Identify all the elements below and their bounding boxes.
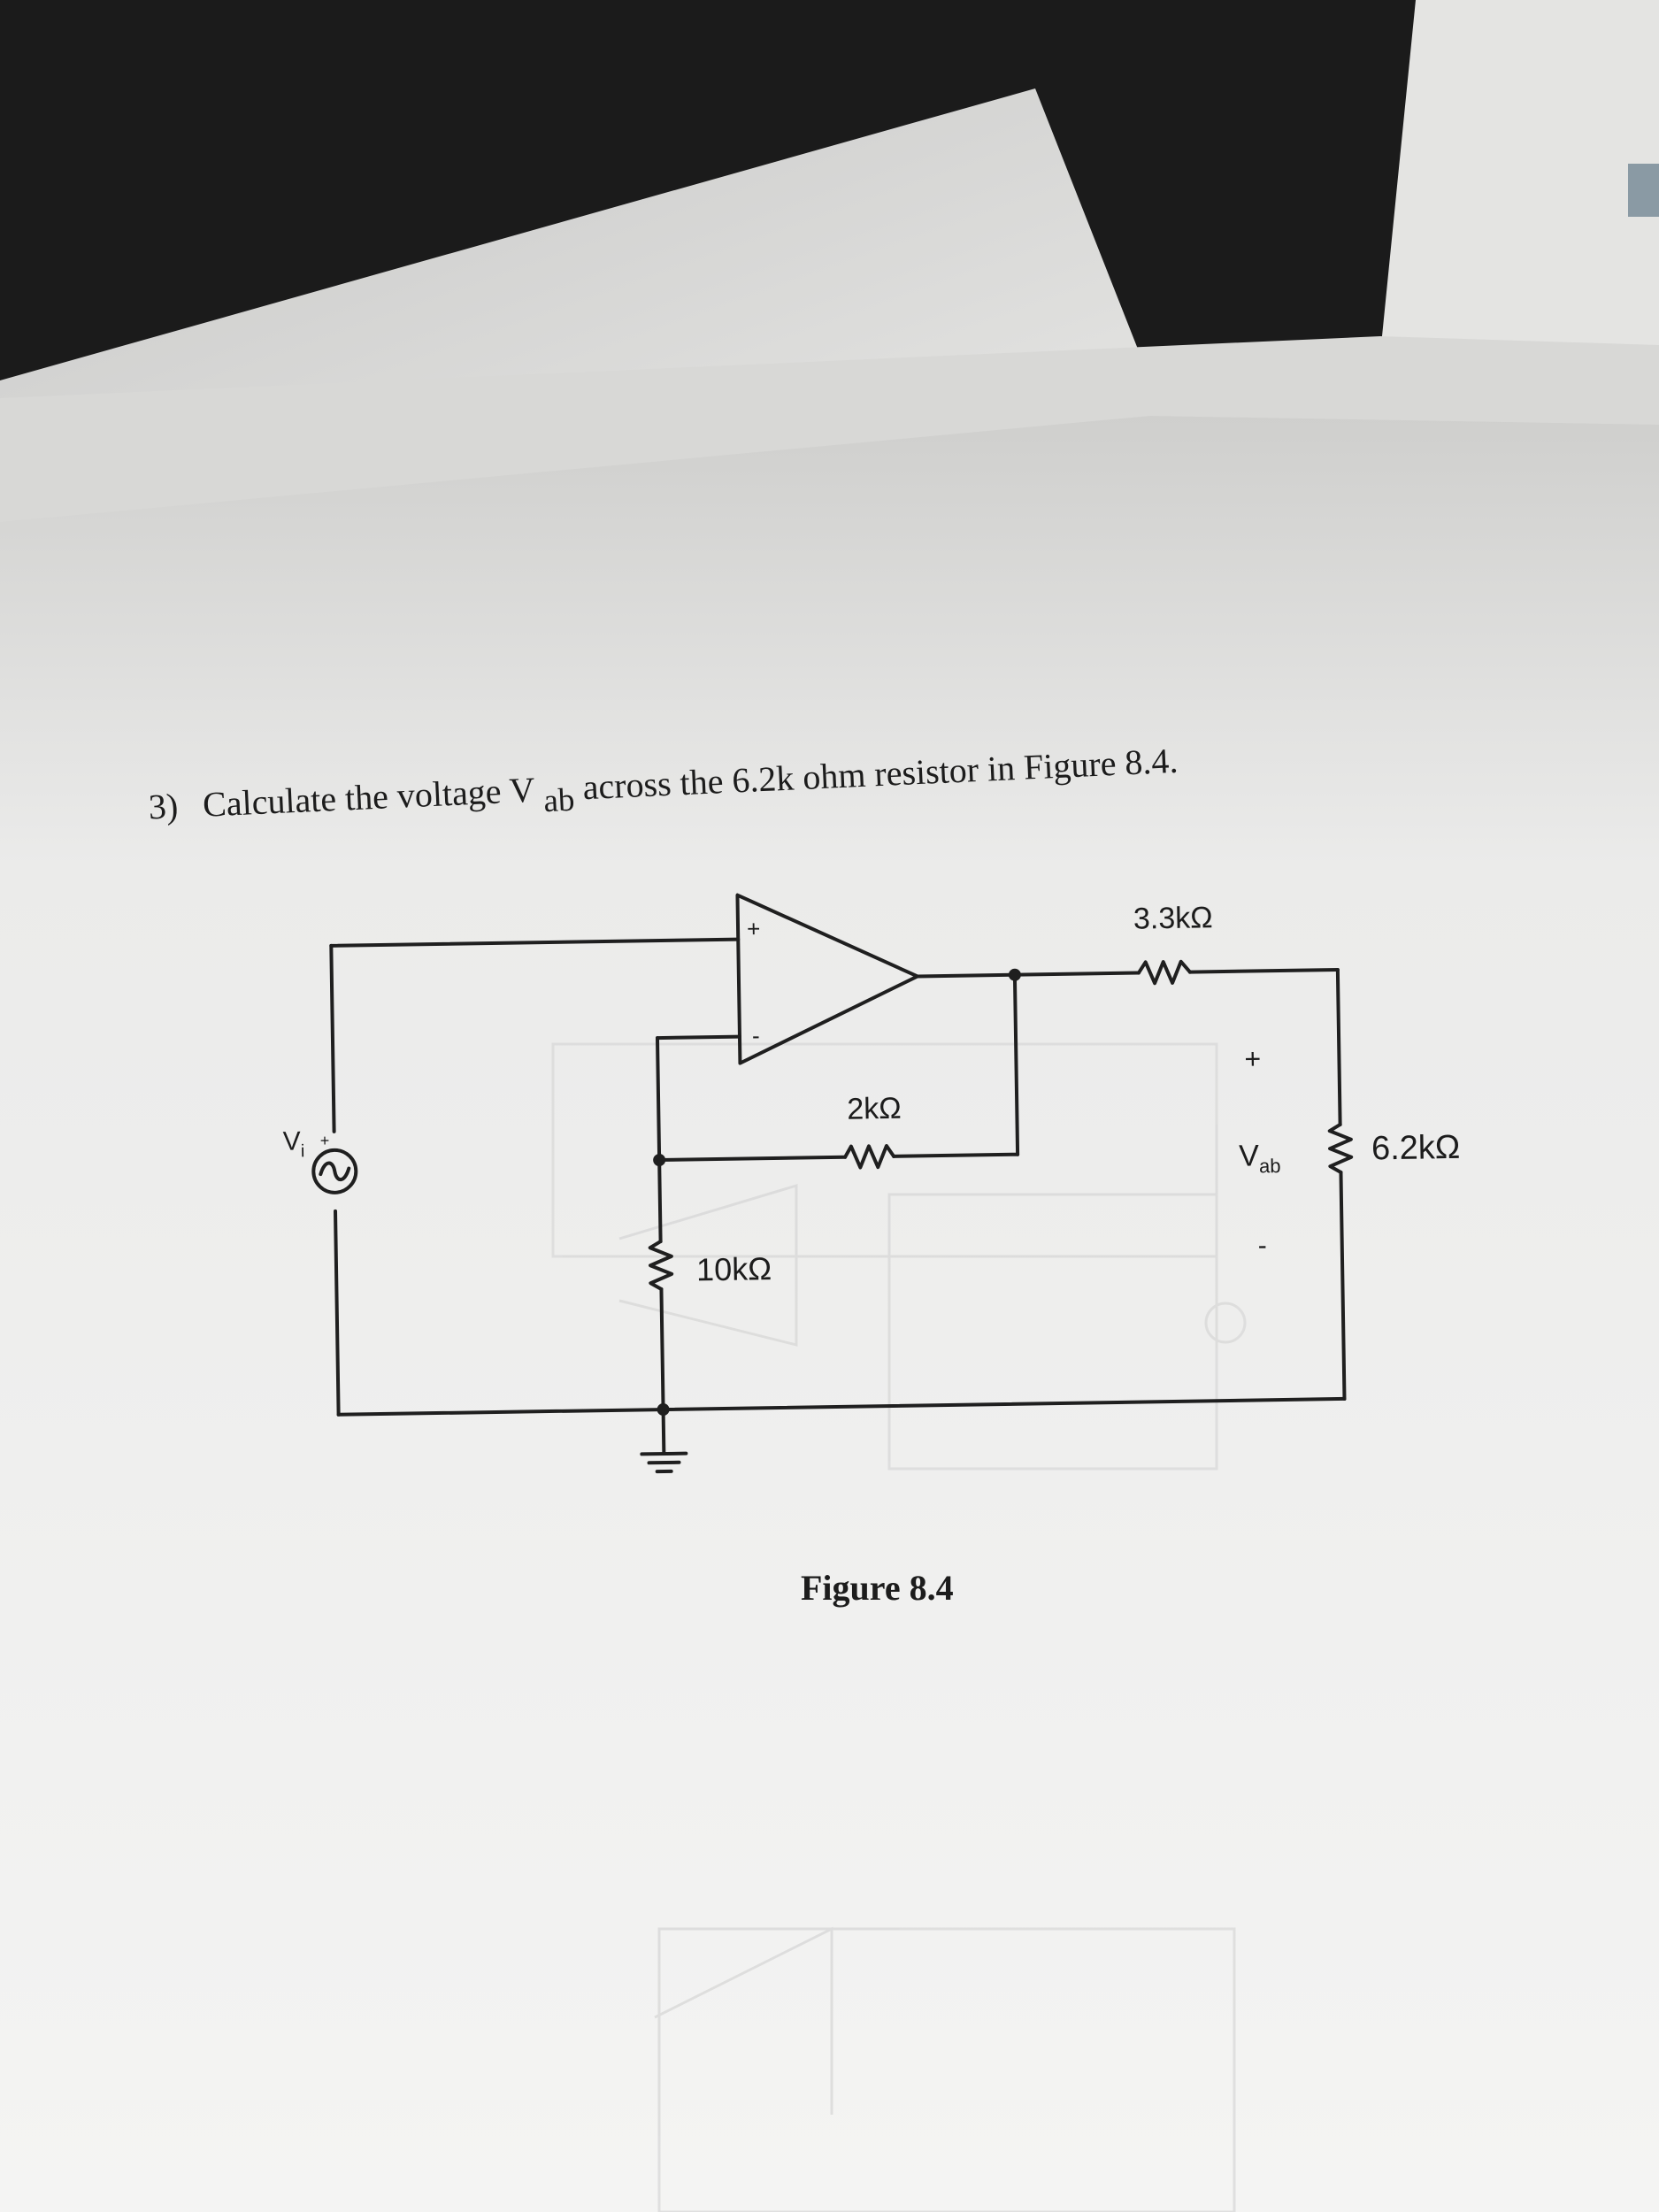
tab-strip <box>1628 164 1659 217</box>
vab-label: Vab <box>1239 1139 1281 1178</box>
wire-load-bottom <box>1339 1170 1347 1401</box>
show-through-content <box>551 1042 1247 2212</box>
resistor-3-3k-symbol <box>1136 959 1192 986</box>
opamp-plus-label: + <box>747 915 761 941</box>
wire-feedback-up <box>1012 972 1020 1156</box>
vab-minus: - <box>1257 1231 1267 1260</box>
resistor-10k-symbol <box>648 1240 674 1292</box>
circuit-diagram: + Vi + - 2kΩ 3.3kΩ 6.2kΩ + V <box>283 893 1461 1474</box>
question-subscript: ab <box>543 782 576 820</box>
wire-to-load <box>1187 967 1340 974</box>
wire-bottom-rail <box>336 1396 1347 1417</box>
question-number: 3) <box>148 786 179 826</box>
resistor-2k-symbol <box>843 1144 896 1170</box>
resistor-6-2k-label: 6.2kΩ <box>1371 1129 1461 1168</box>
vab-plus: + <box>1244 1042 1261 1074</box>
resistor-3-3k-label: 3.3kΩ <box>1133 901 1213 935</box>
output-node <box>1008 968 1021 981</box>
wire-top-input <box>329 937 741 948</box>
wire-inverting-input <box>655 1034 741 1041</box>
opamp-minus-label: - <box>752 1022 760 1048</box>
wire-feedback-left <box>657 1155 848 1163</box>
figure-caption: Figure 8.4 <box>801 1568 954 1608</box>
ac-source: + Vi <box>283 1126 358 1194</box>
source-label: Vi <box>283 1126 305 1161</box>
ground-icon <box>640 1408 688 1474</box>
wire-load-top <box>1335 967 1342 1126</box>
back-sheet-right <box>1380 0 1659 372</box>
wire-output <box>915 971 1141 979</box>
source-plus-mark: + <box>320 1132 330 1149</box>
wire-left-top <box>329 943 336 1133</box>
wire-feedback-right <box>892 1152 1020 1158</box>
main-paper <box>0 416 1659 2212</box>
resistor-6-2k-symbol <box>1327 1122 1354 1174</box>
wire-inverting-down <box>655 1036 662 1163</box>
wire-left-bottom <box>334 1209 341 1417</box>
resistor-2k-label: 2kΩ <box>847 1092 902 1126</box>
wire-10k-top <box>657 1158 663 1244</box>
resistor-10k-label: 10kΩ <box>696 1250 772 1287</box>
wire-10k-bottom <box>659 1287 665 1412</box>
op-amp: + - <box>735 893 919 1065</box>
